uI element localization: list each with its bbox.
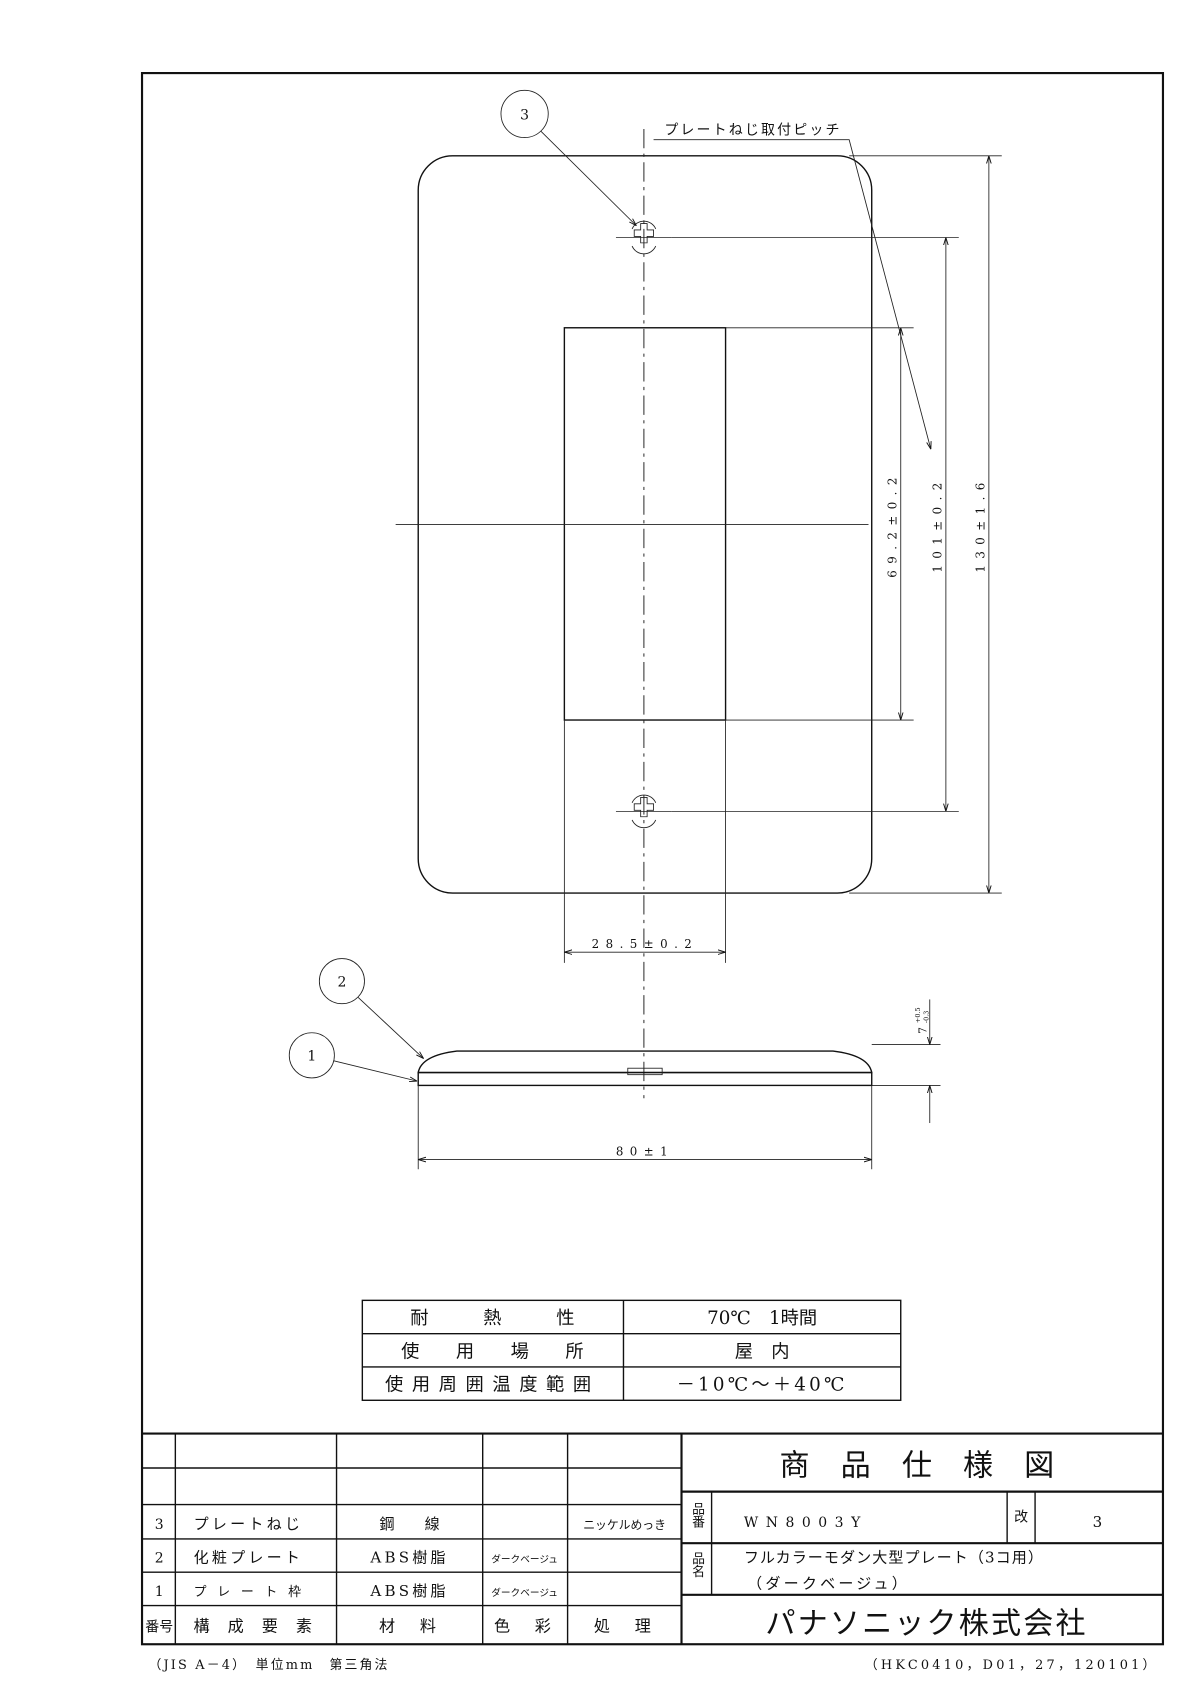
spec-value: 屋 内 bbox=[735, 1341, 790, 1362]
company-name: パナソニック株式会社 bbox=[765, 1606, 1087, 1641]
svg-text:ABS樹脂: ABS樹脂 bbox=[369, 1549, 448, 1567]
svg-text:処 理: 処 理 bbox=[594, 1616, 655, 1635]
spec-label: 使用周囲温度範囲 bbox=[385, 1375, 600, 1396]
side-view: 7 +0.5 -0.3 80±1 2 1 bbox=[288, 958, 941, 1170]
decorative-plate-side bbox=[417, 1050, 873, 1074]
dim-thickness-tol-lower: -0.3 bbox=[923, 1011, 931, 1023]
svg-text:鋼 線: 鋼 線 bbox=[380, 1515, 440, 1533]
spec-value: 70℃ 1時間 bbox=[707, 1308, 817, 1329]
parts-row: 1 プレート枠 ABS樹脂 ダークベージュ bbox=[155, 1582, 558, 1600]
spec-label: 耐 熱 性 bbox=[410, 1308, 574, 1329]
switch-opening bbox=[563, 327, 727, 721]
pitch-leader bbox=[653, 139, 931, 450]
dim-thickness-tol-upper: +0.5 bbox=[914, 1007, 922, 1023]
spec-value: －10℃～＋40℃ bbox=[677, 1375, 848, 1396]
svg-text:ダークベージュ: ダークベージュ bbox=[491, 1587, 558, 1599]
svg-text:色 彩: 色 彩 bbox=[494, 1616, 555, 1635]
rev-label: 改 bbox=[1014, 1510, 1028, 1526]
dim-height-opening: 69.2±0.2 bbox=[885, 471, 899, 578]
dim-plate-width: 80±1 bbox=[616, 1144, 674, 1158]
title-block: 商 品 仕 様 図 品番 WN8003Y 改 3 品名 フルカラーモダン大型プレ… bbox=[681, 1449, 1163, 1641]
name-label: 品名 bbox=[689, 1552, 704, 1578]
parts-row: 2 化粧プレート ABS樹脂 ダークベージュ bbox=[155, 1549, 558, 1567]
svg-text:構 成 要 素: 構 成 要 素 bbox=[193, 1616, 318, 1635]
balloon-2 bbox=[318, 958, 365, 1005]
svg-text:番号: 番号 bbox=[145, 1619, 173, 1635]
spec-label: 使 用 場 所 bbox=[401, 1341, 584, 1362]
parts-row: 3 プレートねじ 鋼 線 ニッケルめっき bbox=[155, 1515, 666, 1533]
plate-frame-side bbox=[417, 1071, 873, 1087]
balloon-3-label: 3 bbox=[520, 107, 529, 123]
svg-text:3: 3 bbox=[155, 1517, 164, 1533]
dim-plate-height: 130±1.6 bbox=[974, 476, 988, 572]
part-no-label: 品番 bbox=[689, 1502, 704, 1529]
front-view: 69.2±0.2 101±0.2 130±1.6 28.5±0.2 プレートねじ… bbox=[395, 89, 1002, 1099]
parts-header: 番号 構 成 要 素 材 料 色 彩 処 理 bbox=[145, 1616, 655, 1635]
dim-thickness: 7 bbox=[917, 1027, 930, 1034]
pitch-note: プレートねじ取付ピッチ bbox=[664, 122, 841, 138]
svg-text:化粧プレート: 化粧プレート bbox=[194, 1549, 304, 1567]
parts-table: 3 プレートねじ 鋼 線 ニッケルめっき 2 化粧プレート ABS樹脂 ダークベ… bbox=[142, 1432, 1163, 1645]
drawing-title: 商 品 仕 様 図 bbox=[780, 1449, 1065, 1484]
svg-text:ダークベージュ: ダークベージュ bbox=[491, 1554, 558, 1566]
balloon-2-label: 2 bbox=[337, 975, 346, 991]
footer-standard: （JIS A－4） 単位mm 第三角法 bbox=[148, 1657, 389, 1673]
balloon-1-label: 1 bbox=[307, 1049, 316, 1065]
product-name-line2: （ダークベージュ） bbox=[747, 1574, 910, 1592]
dim-opening-width: 28.5±0.2 bbox=[592, 937, 699, 951]
svg-text:2: 2 bbox=[155, 1551, 164, 1567]
svg-text:プレートねじ: プレートねじ bbox=[194, 1515, 304, 1533]
svg-text:材 料: 材 料 bbox=[379, 1616, 440, 1635]
product-name-line1: フルカラーモダン大型プレート（3コ用） bbox=[744, 1549, 1044, 1567]
svg-text:プレート枠: プレート枠 bbox=[194, 1585, 312, 1600]
footer-drawing-code: （HKC0410，D01，27，120101） bbox=[865, 1658, 1159, 1673]
rev-value: 3 bbox=[1093, 1513, 1103, 1531]
screw-icon bbox=[615, 794, 672, 829]
balloon-1 bbox=[288, 1032, 335, 1079]
part-no: WN8003Y bbox=[744, 1515, 868, 1531]
balloon-3 bbox=[500, 89, 549, 138]
svg-text:ABS樹脂: ABS樹脂 bbox=[369, 1582, 448, 1600]
screw-icon bbox=[615, 220, 672, 255]
dim-screw-pitch: 101±0.2 bbox=[931, 476, 945, 572]
sheet-border bbox=[140, 72, 1165, 1646]
spec-table: 耐 熱 性 70℃ 1時間 使 用 場 所 屋 内 使用周囲温度範囲 －10℃～… bbox=[361, 1299, 902, 1401]
svg-text:1: 1 bbox=[155, 1584, 164, 1600]
svg-text:ニッケルめっき: ニッケルめっき bbox=[583, 1518, 666, 1532]
